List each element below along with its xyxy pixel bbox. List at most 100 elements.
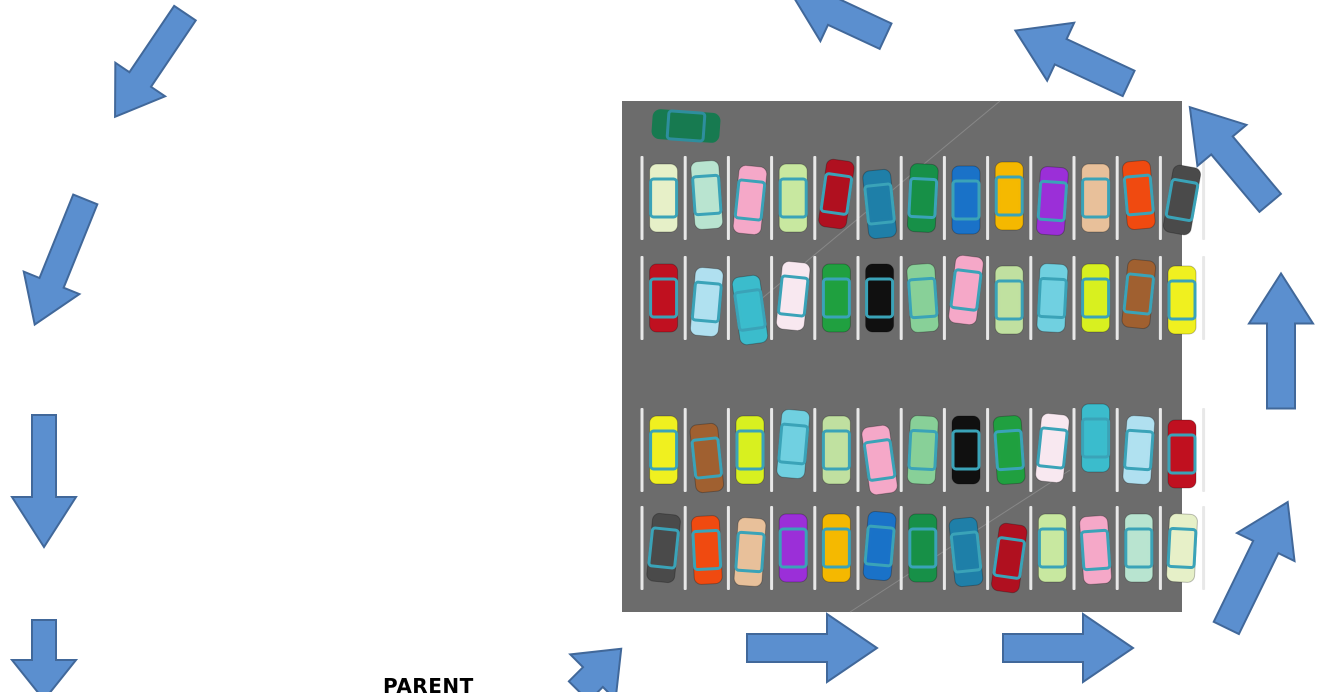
space-line (1116, 256, 1119, 340)
space-line (857, 256, 860, 340)
space-line (900, 156, 903, 240)
space-line (943, 408, 946, 492)
parked-car (1079, 515, 1112, 585)
space-line (727, 408, 730, 492)
space-line (1029, 408, 1032, 492)
parked-car (1082, 164, 1110, 232)
parked-car (995, 266, 1023, 334)
space-line (986, 256, 989, 340)
parked-car (995, 162, 1023, 230)
space-line (727, 506, 730, 590)
space-line (857, 156, 860, 240)
parked-car (1168, 266, 1196, 334)
parked-car (690, 160, 723, 230)
block-arrow-icon (1198, 488, 1317, 642)
space-line (1202, 408, 1205, 492)
space-line (641, 256, 644, 340)
parked-car (691, 515, 723, 584)
space-line (813, 506, 816, 590)
parked-car (1125, 514, 1153, 582)
parked-car (1122, 160, 1156, 230)
parked-car (863, 511, 897, 581)
space-line (727, 156, 730, 240)
space-line (813, 408, 816, 492)
space-line (857, 408, 860, 492)
space-line (1159, 256, 1162, 340)
space-line (770, 256, 773, 340)
space-line (1116, 408, 1119, 492)
parked-car (1082, 404, 1110, 472)
parked-car (993, 415, 1026, 485)
block-arrow-icon (90, 0, 210, 134)
block-arrow-icon (12, 620, 76, 692)
parked-car (1036, 166, 1069, 236)
block-arrow-icon (7, 188, 113, 336)
parked-car (909, 514, 937, 582)
space-line (1159, 408, 1162, 492)
space-line (1029, 506, 1032, 590)
parent-label: PARENT (383, 676, 474, 696)
space-line (641, 156, 644, 240)
parked-car (776, 409, 810, 479)
space-line (900, 256, 903, 340)
space-line (1029, 156, 1032, 240)
space-line (1116, 156, 1119, 240)
parked-car (779, 164, 807, 232)
space-line (1073, 256, 1076, 340)
space-line (684, 506, 687, 590)
space-line (1073, 156, 1076, 240)
parked-car (690, 267, 724, 337)
space-line (1202, 256, 1205, 340)
space-line (1116, 506, 1119, 590)
parked-car (1166, 513, 1198, 582)
space-line (1159, 506, 1162, 590)
parking-lot-image (622, 101, 1205, 612)
space-line (1202, 506, 1205, 590)
space-line (727, 256, 730, 340)
parked-car (822, 416, 850, 484)
stray-car (651, 109, 721, 144)
space-line (900, 408, 903, 492)
space-line (986, 156, 989, 240)
space-line (943, 256, 946, 340)
block-arrow-icon (1002, 2, 1142, 113)
block-arrow-icon (1003, 614, 1133, 682)
space-line (1073, 408, 1076, 492)
space-line (813, 256, 816, 340)
space-line (770, 408, 773, 492)
space-line (684, 156, 687, 240)
space-line (986, 408, 989, 492)
parked-car (907, 163, 939, 232)
parked-car (822, 514, 850, 582)
space-line (641, 408, 644, 492)
parked-car (1082, 264, 1110, 332)
space-line (684, 408, 687, 492)
block-arrow-icon (12, 415, 76, 547)
parked-car (779, 514, 807, 582)
parked-car (907, 415, 939, 484)
space-line (943, 506, 946, 590)
space-line (813, 156, 816, 240)
parked-car (1038, 514, 1066, 582)
block-arrow-icon (777, 0, 899, 65)
parked-car (952, 166, 980, 234)
space-line (1029, 256, 1032, 340)
parked-car (1168, 420, 1196, 488)
space-line (641, 506, 644, 590)
space-line (770, 156, 773, 240)
parked-car (650, 264, 678, 332)
space-line (770, 506, 773, 590)
parked-car (734, 517, 767, 587)
parked-car (906, 263, 939, 333)
parked-car (1037, 263, 1069, 332)
parked-car (650, 416, 678, 484)
space-line (857, 506, 860, 590)
block-arrow-icon (556, 626, 644, 692)
parked-car (822, 264, 850, 332)
space-line (684, 256, 687, 340)
parked-car (1122, 415, 1155, 485)
space-line (986, 506, 989, 590)
space-line (943, 156, 946, 240)
parked-car (866, 264, 894, 332)
